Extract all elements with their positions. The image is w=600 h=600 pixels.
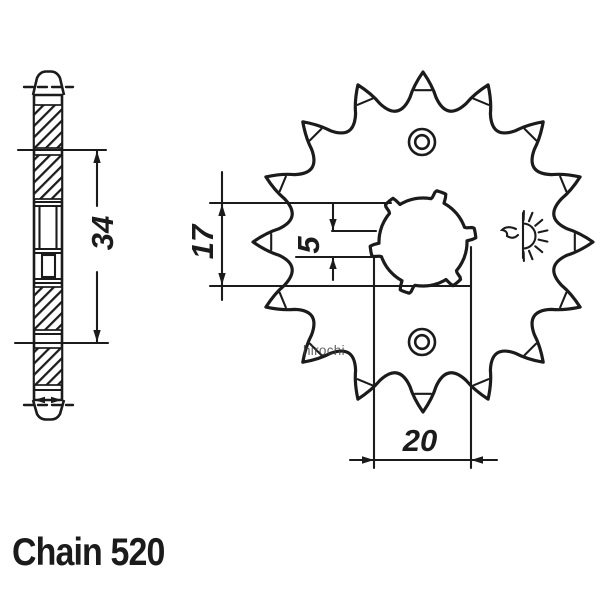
arrowhead-up xyxy=(218,204,226,216)
side-band-lines xyxy=(32,200,64,392)
dim-5-value: 5 xyxy=(291,236,326,254)
dim-34-value: 34 xyxy=(85,216,120,250)
stamp-squiggle xyxy=(499,226,520,239)
sunburst-stamp-icon xyxy=(499,209,549,263)
hatch-block xyxy=(33,347,63,386)
arrowhead-down xyxy=(218,273,226,285)
bolt-hole-bottom xyxy=(407,327,437,357)
bolt-hole-top xyxy=(407,127,437,157)
watermark-text: hirochi xyxy=(303,343,345,358)
arrowhead-right xyxy=(362,456,374,464)
dimension-17: 17 xyxy=(185,170,473,302)
dim-17-value: 17 xyxy=(185,223,220,259)
sprocket-teeth-outline xyxy=(251,70,595,414)
arrowhead-up xyxy=(329,258,337,269)
arrowhead-down xyxy=(329,219,337,230)
arrowhead-up xyxy=(93,151,101,163)
chain-size-label: Chain 520 xyxy=(12,531,165,574)
arrowhead-down xyxy=(93,330,101,342)
sprocket-front-view xyxy=(251,70,595,414)
side-section-view xyxy=(22,70,75,421)
dimension-34: 34 xyxy=(13,148,120,345)
side-keyway xyxy=(40,253,57,279)
hatch-block xyxy=(33,154,63,200)
width-arrow-right xyxy=(51,396,62,404)
arrowhead-left xyxy=(471,456,483,464)
tooth-tip-chamfer-marks xyxy=(270,89,576,395)
hatch-block xyxy=(33,286,63,331)
hatch-block xyxy=(33,104,63,149)
side-bore-lines xyxy=(38,205,58,250)
side-body xyxy=(32,93,64,402)
dimension-5: 5 xyxy=(291,202,378,282)
dimension-20: 20 xyxy=(348,245,499,470)
side-top-tooth xyxy=(31,70,66,96)
splined-bore xyxy=(368,189,478,295)
width-arrow-left xyxy=(34,396,45,404)
dim-20-value: 20 xyxy=(402,423,437,458)
side-bottom-tooth xyxy=(31,399,66,421)
